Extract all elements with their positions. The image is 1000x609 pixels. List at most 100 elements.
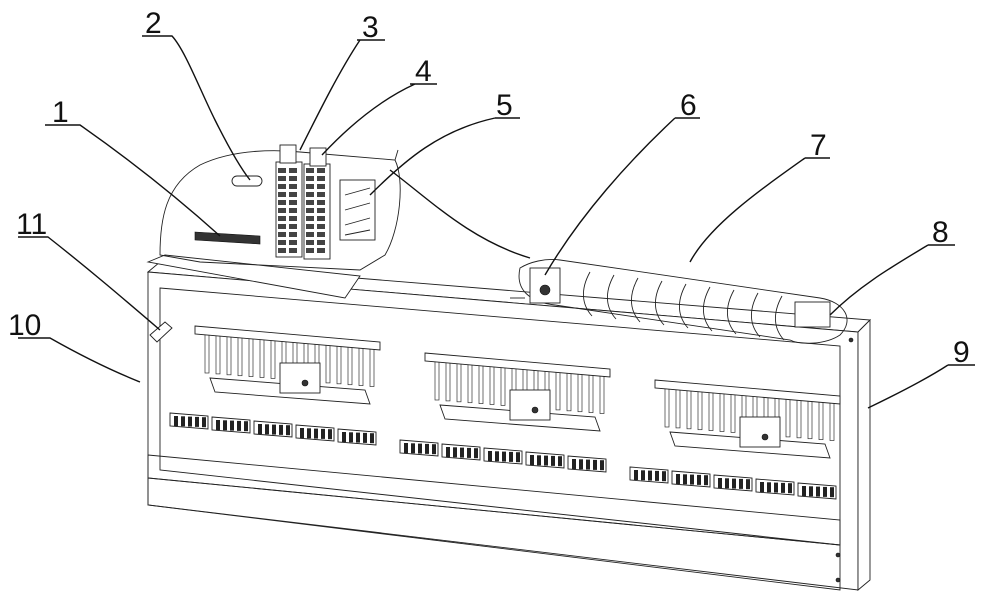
screw-icon (835, 552, 841, 558)
stack-cell (317, 232, 325, 237)
stack-cell (306, 248, 314, 253)
fixture-module (629, 379, 841, 500)
terminal-pad (567, 455, 607, 473)
stack-cell (278, 224, 286, 229)
clamp-pivot-icon (539, 284, 551, 296)
stack-cell (278, 248, 286, 253)
stack-cell (278, 200, 286, 205)
leader-9 (867, 364, 975, 409)
stack-cell (306, 168, 314, 173)
conveyor-rib (607, 274, 617, 320)
leader-3 (299, 39, 385, 151)
leader-6 (544, 117, 700, 276)
terminal-pad (253, 420, 293, 438)
feed-housing (146, 144, 401, 299)
terminal-pad (295, 424, 335, 442)
conveyor-rib (727, 289, 737, 335)
stack-cell (317, 184, 325, 189)
stack-cell (317, 200, 325, 205)
terminal-pad (483, 447, 523, 465)
carrier-block (509, 389, 551, 421)
lever-11 (149, 321, 173, 343)
stack-cell (317, 248, 325, 253)
conveyor-rib (775, 295, 785, 341)
label-5: 5 (496, 89, 513, 122)
conveyor-rib (655, 280, 665, 326)
terminal-pad (713, 474, 753, 492)
terminal-pad (169, 412, 209, 430)
leader-11 (18, 236, 161, 331)
stack-cell (289, 232, 297, 237)
screw-icon (848, 337, 854, 343)
stack-cell (278, 232, 286, 237)
stack-cell (317, 240, 325, 245)
stack-cell (317, 192, 325, 197)
stack-cell (306, 176, 314, 181)
stack-cell (306, 208, 314, 213)
stack-cell (289, 240, 297, 245)
bolt-icon (761, 433, 769, 441)
stack-cell (306, 200, 314, 205)
pin-header (424, 352, 611, 378)
stack-cell (278, 208, 286, 213)
label-1: 1 (52, 96, 69, 129)
stack-cell (306, 192, 314, 197)
label-11: 11 (16, 208, 47, 241)
terminal-pad (441, 443, 481, 461)
terminal-pad (671, 470, 711, 488)
cabinet-plinth (147, 477, 841, 591)
label-6: 6 (680, 89, 697, 122)
stack-block (275, 161, 331, 260)
screw-icon (835, 577, 841, 583)
terminal-pad (797, 482, 837, 500)
label-4: 4 (415, 55, 432, 88)
leader-10 (18, 337, 141, 383)
tab-3 (279, 144, 297, 164)
pin-header (654, 379, 841, 405)
terminal-pad (211, 416, 251, 434)
stack-cell (317, 208, 325, 213)
stack-cell (289, 184, 297, 189)
stack-cell (317, 176, 325, 181)
stack-cell (289, 168, 297, 173)
terminal-pad (399, 439, 439, 457)
pin-header (194, 325, 381, 351)
stack-cell (289, 208, 297, 213)
label-8: 8 (932, 216, 949, 249)
drive-hatch (344, 187, 371, 236)
label-7: 7 (810, 129, 827, 162)
stack-cell (289, 192, 297, 197)
stack-cell (278, 176, 286, 181)
label-3: 3 (362, 11, 379, 44)
tab-4 (309, 147, 327, 167)
stack-cell (278, 240, 286, 245)
carrier-block (279, 362, 321, 394)
leader-4 (321, 83, 437, 156)
connector-curve (389, 169, 531, 259)
stack-cell (306, 216, 314, 221)
stack-cell (306, 184, 314, 189)
terminal-pad (525, 451, 565, 469)
fixture-module (399, 352, 611, 473)
fixture-modules (169, 325, 841, 500)
carrier-block (739, 416, 781, 448)
conveyor-rib (703, 286, 713, 332)
stack-cell (289, 176, 297, 181)
stack-cell (278, 216, 286, 221)
stack-cell (306, 224, 314, 229)
leader-1 (45, 124, 221, 237)
bolt-icon (531, 406, 539, 414)
stack-cell (289, 200, 297, 205)
stack-cell (278, 184, 286, 189)
conveyor-rib (751, 292, 761, 338)
label-10: 10 (8, 309, 41, 342)
stack-cell (317, 224, 325, 229)
leader-2 (142, 35, 251, 181)
terminal-pad (755, 478, 795, 496)
bolt-icon (301, 379, 309, 387)
bottom-rail (194, 231, 261, 245)
cabinet-side-panel (857, 318, 871, 591)
stack-cell (317, 216, 325, 221)
